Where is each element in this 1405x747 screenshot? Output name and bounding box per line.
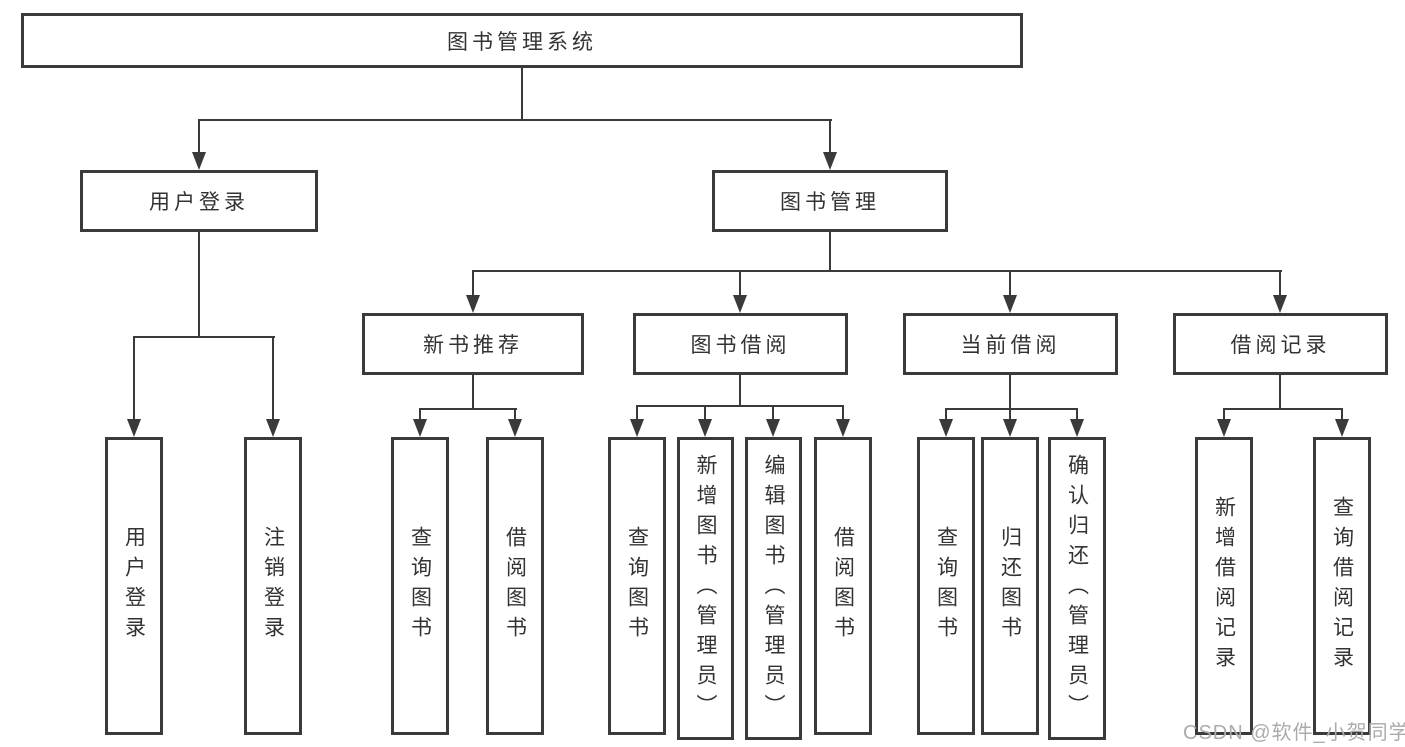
node-confirm-return-admin: 确认归还（管理员） (1048, 437, 1106, 740)
connector-line (636, 405, 638, 419)
node-borrow-books: 借阅图书 (814, 437, 872, 735)
node-user-login: 用户登录 (80, 170, 318, 232)
node-user-login-leaf: 用户登录 (105, 437, 163, 735)
connector-line (1279, 375, 1281, 410)
node-label: 图书借阅 (690, 334, 791, 357)
node-query-books: 查询图书 (917, 437, 975, 735)
connector-line (1223, 408, 1225, 419)
node-label: 当前借阅 (960, 334, 1061, 357)
node-borrowing-records: 借阅记录 (1173, 313, 1388, 375)
node-label: 借阅记录 (1230, 334, 1331, 357)
connector-line (198, 119, 832, 121)
connector-line (829, 119, 831, 155)
arrow-down-icon (266, 419, 280, 437)
connector-line (198, 119, 200, 155)
node-label: 用户登录 (149, 191, 249, 214)
arrow-down-icon (127, 419, 141, 437)
connector-line (1223, 408, 1343, 410)
connector-line (1009, 270, 1011, 295)
connector-line (272, 336, 274, 419)
connector-line (133, 336, 275, 338)
node-book-borrowing: 图书借阅 (633, 313, 848, 375)
connector-line (472, 270, 1282, 272)
node-add-borrow-record: 新增借阅记录 (1195, 437, 1253, 735)
node-library-management-system: 图书管理系统 (21, 13, 1023, 68)
connector-line (842, 405, 844, 419)
connector-line (945, 408, 947, 419)
arrow-down-icon (733, 295, 747, 313)
node-label: 确认归还（管理员） (1065, 453, 1089, 724)
node-label: 查询图书 (408, 526, 432, 646)
connector-line (739, 375, 741, 407)
connector-line (514, 408, 516, 419)
arrow-down-icon (1335, 419, 1349, 437)
node-new-book-recommendation: 新书推荐 (362, 313, 584, 375)
watermark: CSDN @软件_小贺同学 (1183, 722, 1405, 744)
node-query-books: 查询图书 (391, 437, 449, 735)
arrow-down-icon (508, 419, 522, 437)
arrow-down-icon (1070, 419, 1084, 437)
node-label: 图书管理 (780, 191, 880, 214)
connector-line (829, 232, 831, 272)
connector-line (739, 270, 741, 295)
node-return-books: 归还图书 (981, 437, 1039, 735)
connector-line (521, 68, 523, 121)
connector-line (419, 408, 517, 410)
arrow-down-icon (823, 152, 837, 170)
connector-line (472, 270, 474, 295)
node-query-borrow-record: 查询借阅记录 (1313, 437, 1371, 735)
arrow-down-icon (413, 419, 427, 437)
connector-line (1076, 408, 1078, 419)
arrow-down-icon (766, 419, 780, 437)
node-label: 新增借阅记录 (1212, 496, 1236, 676)
arrow-down-icon (836, 419, 850, 437)
arrow-down-icon (1273, 295, 1287, 313)
node-label: 归还图书 (998, 526, 1022, 646)
arrow-down-icon (939, 419, 953, 437)
node-label: 借阅图书 (503, 526, 527, 646)
node-label: 新增图书（管理员） (694, 453, 717, 724)
connector-line (472, 375, 474, 410)
connector-line (1009, 408, 1011, 419)
node-label: 查询图书 (934, 526, 958, 646)
node-current-borrowing: 当前借阅 (903, 313, 1118, 375)
connector-line (704, 405, 706, 419)
node-label: 查询图书 (625, 526, 649, 646)
arrow-down-icon (1217, 419, 1231, 437)
node-logout: 注销登录 (244, 437, 302, 735)
node-label: 注销登录 (261, 526, 285, 646)
connector-line (1341, 408, 1343, 419)
connector-line (419, 408, 421, 419)
node-label: 查询借阅记录 (1330, 496, 1354, 676)
node-borrow-books: 借阅图书 (486, 437, 544, 735)
node-label: 用户登录 (122, 526, 146, 646)
arrow-down-icon (466, 295, 480, 313)
arrow-down-icon (630, 419, 644, 437)
connector-line (198, 232, 200, 338)
arrow-down-icon (698, 419, 712, 437)
connector-line (772, 405, 774, 419)
arrow-down-icon (1003, 419, 1017, 437)
connector-line (1279, 270, 1281, 295)
node-book-management: 图书管理 (712, 170, 948, 232)
arrow-down-icon (192, 152, 206, 170)
node-label: 新书推荐 (423, 334, 523, 357)
node-label: 图书管理系统 (447, 30, 597, 54)
connector-line (636, 405, 844, 407)
connector-line (945, 408, 1078, 410)
node-edit-book-admin: 编辑图书（管理员） (745, 437, 802, 740)
node-label: 借阅图书 (831, 526, 855, 646)
node-query-books: 查询图书 (608, 437, 666, 735)
arrow-down-icon (1003, 295, 1017, 313)
connector-line (133, 336, 135, 419)
connector-line (1009, 375, 1011, 410)
node-label: 编辑图书（管理员） (762, 453, 785, 724)
node-add-book-admin: 新增图书（管理员） (677, 437, 734, 740)
